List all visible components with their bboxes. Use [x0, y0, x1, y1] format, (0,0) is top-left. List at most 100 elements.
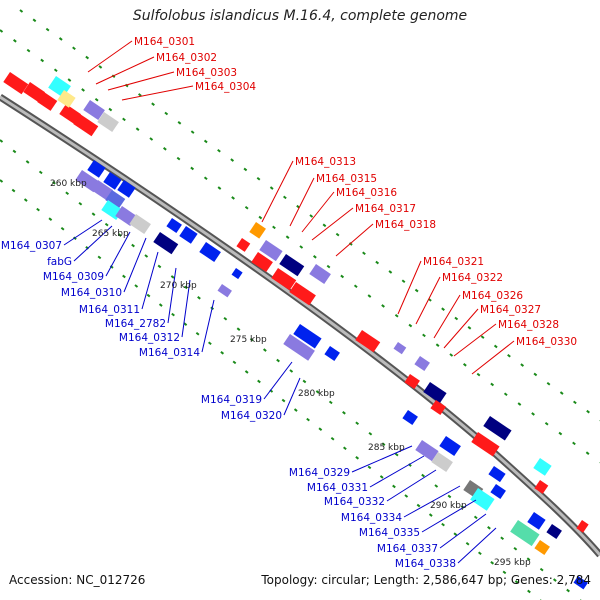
gene-label-reverse[interactable]: M164_0331 [307, 482, 368, 494]
gene-label-forward[interactable]: M164_0327 [480, 304, 541, 316]
gene-feature[interactable] [534, 479, 549, 494]
gene-label-forward[interactable]: M164_0328 [498, 319, 559, 331]
leader-line [167, 267, 177, 324]
gene-feature[interactable] [289, 282, 316, 306]
gene-feature[interactable] [404, 374, 420, 390]
gene-feature[interactable] [439, 435, 461, 457]
gene-label-forward[interactable]: M164_0330 [516, 336, 577, 348]
gene-feature[interactable] [23, 82, 45, 103]
gene-feature[interactable] [217, 284, 232, 298]
gene-feature[interactable] [576, 520, 589, 533]
leader-line [351, 445, 413, 473]
gene-feature[interactable] [573, 576, 588, 590]
gene-label-reverse[interactable]: M164_0337 [377, 543, 438, 555]
gene-label-forward[interactable]: M164_0302 [156, 52, 217, 64]
gene-feature[interactable] [97, 111, 119, 133]
gene-feature[interactable] [490, 484, 506, 500]
gene-feature[interactable] [546, 524, 562, 540]
gene-label-reverse[interactable]: M164_0311 [79, 304, 140, 316]
gene-feature[interactable] [279, 254, 305, 277]
gene-feature[interactable] [91, 180, 113, 201]
gene-label-forward[interactable]: M164_0316 [336, 187, 397, 199]
gene-feature[interactable] [259, 239, 283, 262]
gene-feature[interactable] [231, 268, 243, 280]
gene-feature[interactable] [431, 452, 453, 473]
gene-label-forward[interactable]: M164_0301 [134, 36, 195, 48]
gene-feature[interactable] [309, 264, 331, 285]
gene-feature[interactable] [430, 400, 446, 416]
gene-feature[interactable] [414, 356, 430, 372]
gene-feature[interactable] [179, 226, 198, 244]
tick-mark [256, 176, 261, 181]
tick-mark [408, 323, 413, 328]
gene-feature[interactable] [3, 72, 29, 95]
gene-label-reverse[interactable]: M164_0309 [43, 271, 104, 283]
gene-feature[interactable] [402, 410, 418, 426]
tick-mark [163, 147, 167, 151]
gene-feature[interactable] [483, 415, 512, 441]
gene-feature[interactable] [423, 381, 447, 404]
gene-feature[interactable] [534, 540, 550, 556]
gene-feature[interactable] [393, 342, 407, 355]
gene-feature[interactable] [129, 214, 151, 235]
tick-marks [0, 9, 600, 600]
gene-label-forward[interactable]: M164_0313 [295, 156, 356, 168]
gene-label-forward[interactable]: M164_0321 [423, 256, 484, 268]
tick-mark [513, 546, 518, 551]
tick-mark [441, 522, 445, 527]
gene-label-forward[interactable]: M164_0326 [462, 290, 523, 302]
gene-label-forward[interactable]: M164_0322 [442, 272, 503, 284]
gene-label-reverse[interactable]: M164_0335 [359, 527, 420, 539]
gene-feature[interactable] [153, 232, 179, 255]
gene-label-forward[interactable]: M164_0315 [316, 173, 377, 185]
gene-label-reverse[interactable]: M164_0334 [341, 512, 402, 524]
gene-feature[interactable] [117, 180, 136, 198]
tick-mark [91, 212, 96, 216]
gene-feature[interactable] [199, 242, 221, 263]
gene-feature[interactable] [533, 457, 552, 476]
gene-feature[interactable] [166, 218, 182, 234]
gene-feature[interactable] [105, 190, 126, 209]
tick-mark [326, 264, 331, 269]
gene-feature[interactable] [249, 222, 266, 239]
gene-label-reverse[interactable]: M164_0332 [324, 496, 385, 508]
gene-feature[interactable] [103, 172, 122, 190]
tick-mark [342, 411, 346, 415]
gene-feature[interactable] [470, 488, 495, 511]
gene-feature[interactable] [324, 346, 340, 362]
gene-feature[interactable] [510, 520, 540, 547]
gene-label-reverse[interactable]: M164_0319 [201, 394, 262, 406]
gene-feature[interactable] [527, 511, 546, 530]
gene-label-reverse[interactable]: M164_0338 [395, 558, 456, 570]
gene-label-forward[interactable]: M164_0303 [176, 67, 237, 79]
leader-line [397, 260, 422, 315]
gene-feature[interactable] [236, 238, 251, 252]
gene-feature[interactable] [87, 160, 106, 178]
gene-feature[interactable] [283, 334, 315, 361]
gene-feature[interactable] [83, 99, 105, 121]
gene-label-forward[interactable]: M164_0318 [375, 219, 436, 231]
gene-label-reverse[interactable]: M164_0307 [1, 240, 62, 252]
gene-label-reverse[interactable]: M164_0329 [289, 467, 350, 479]
gene-label-reverse[interactable]: M164_0320 [221, 410, 282, 422]
gene-label-reverse[interactable]: M164_2782 [105, 318, 166, 330]
gene-feature[interactable] [293, 324, 322, 349]
gene-feature[interactable] [37, 92, 58, 111]
gene-feature[interactable] [59, 104, 81, 125]
gene-label-reverse[interactable]: M164_0312 [119, 332, 180, 344]
gene-label-forward[interactable]: M164_0317 [355, 203, 416, 215]
gene-feature[interactable] [73, 114, 99, 137]
gene-feature[interactable] [57, 90, 76, 108]
gene-feature[interactable] [415, 439, 439, 462]
gene-label-reverse[interactable]: fabG [47, 256, 72, 268]
leader-line [415, 276, 441, 325]
gene-feature[interactable] [471, 431, 500, 457]
gene-feature[interactable] [488, 466, 506, 483]
gene-label-reverse[interactable]: M164_0310 [61, 287, 122, 299]
gene-feature[interactable] [251, 252, 273, 273]
gene-label-forward[interactable]: M164_0304 [195, 81, 256, 93]
gene-feature[interactable] [355, 330, 381, 353]
gene-label-reverse[interactable]: M164_0314 [139, 347, 200, 359]
gene-feature[interactable] [271, 267, 297, 291]
leader-line [289, 177, 315, 227]
